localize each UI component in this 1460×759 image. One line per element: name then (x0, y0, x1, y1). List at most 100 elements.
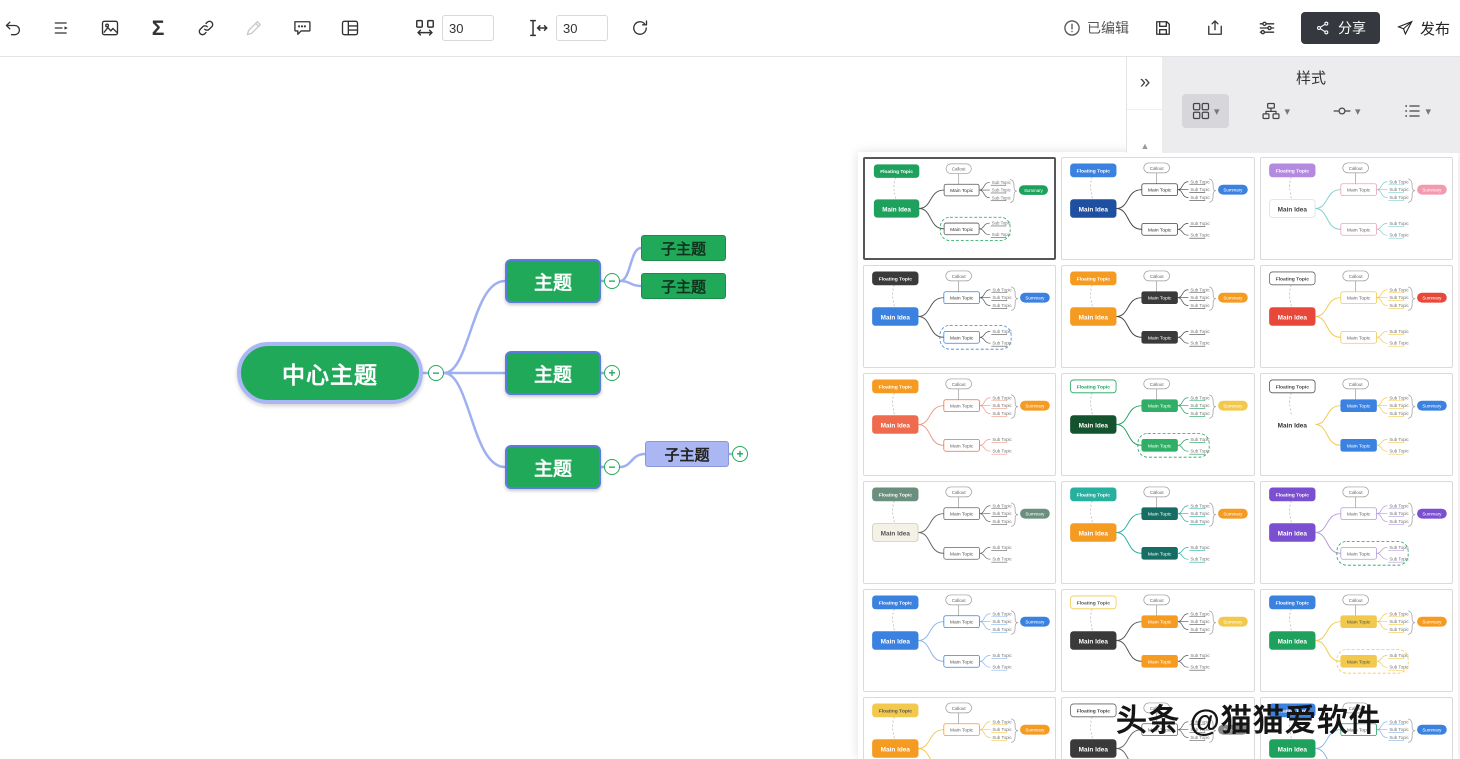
svg-text:Sub Topic: Sub Topic (1191, 611, 1211, 616)
edit-status: 已编辑 (1062, 18, 1129, 38)
insert-image-button[interactable] (92, 10, 128, 46)
scroll-up-arrow[interactable]: ▲ (1140, 141, 1150, 151)
svg-text:Callout: Callout (952, 382, 967, 387)
svg-text:Main Idea: Main Idea (1277, 206, 1307, 213)
collapse-button-central[interactable]: − (428, 365, 444, 381)
outline-button[interactable] (44, 10, 80, 46)
expand-button-topic-2[interactable]: + (604, 365, 620, 381)
text-spacing-control (528, 15, 608, 41)
layout-icon (341, 20, 359, 36)
connector-style-dropdown[interactable]: ▾ (1323, 94, 1370, 128)
svg-text:Summary: Summary (1025, 728, 1045, 733)
toolbar: Σ 已编辑 (0, 0, 1460, 57)
svg-text:Sub Topic: Sub Topic (992, 557, 1012, 562)
svg-text:Main Idea: Main Idea (1277, 422, 1307, 429)
svg-text:Main Topic: Main Topic (950, 335, 974, 341)
central-topic-node[interactable]: 中心主题 (237, 342, 423, 404)
topic-node-3[interactable]: 主题 (505, 445, 601, 489)
svg-text:Main Topic: Main Topic (1148, 620, 1172, 626)
comment-button[interactable] (284, 10, 320, 46)
collapse-button-topic-1[interactable]: − (604, 273, 620, 289)
subtopic-node-1[interactable]: 子主题 (641, 235, 726, 261)
expand-button-subtopic-3[interactable]: + (732, 446, 748, 462)
svg-text:Sub Topic: Sub Topic (992, 303, 1012, 308)
mindmap-canvas[interactable]: 中心主题 主题 主题 主题 子主题 子主题 子主题 − − + − + » ▲ … (0, 57, 1460, 759)
svg-text:Callout: Callout (952, 706, 967, 711)
svg-text:Main Idea: Main Idea (1079, 638, 1109, 645)
pen-button[interactable] (236, 10, 272, 46)
svg-text:Main Topic: Main Topic (1347, 404, 1371, 410)
collapse-button-topic-3[interactable]: − (604, 459, 620, 475)
layout-button[interactable] (332, 10, 368, 46)
svg-text:Sub Topic: Sub Topic (992, 619, 1012, 624)
node-spacing-input[interactable] (442, 15, 494, 41)
theme-grid-icon (1192, 102, 1210, 120)
insert-formula-button[interactable]: Σ (140, 10, 176, 46)
svg-text:Main Idea: Main Idea (881, 314, 911, 321)
refresh-button[interactable] (622, 10, 658, 46)
svg-text:Sub Topic: Sub Topic (1389, 411, 1409, 416)
save-button[interactable] (1145, 10, 1181, 46)
svg-text:Floating Topic: Floating Topic (879, 708, 913, 714)
node-spacing-icon (416, 19, 434, 36)
svg-text:Main Topic: Main Topic (1148, 227, 1172, 233)
svg-text:Main Topic: Main Topic (1347, 551, 1371, 557)
svg-text:Main Idea: Main Idea (1277, 638, 1307, 645)
svg-text:Sub Topic: Sub Topic (1191, 735, 1211, 740)
numbering-dropdown[interactable]: ▾ (1393, 94, 1440, 128)
undo-icon (5, 21, 21, 36)
svg-text:Sub Topic: Sub Topic (1191, 557, 1211, 562)
svg-text:Sub Topic: Sub Topic (992, 180, 1012, 185)
structure-dropdown[interactable]: ▾ (1252, 94, 1299, 128)
svg-text:Sub Topic: Sub Topic (1191, 449, 1211, 454)
svg-text:Main Topic: Main Topic (950, 659, 974, 665)
adjust-button[interactable] (1249, 10, 1285, 46)
svg-text:Sub Topic: Sub Topic (1191, 519, 1211, 524)
pen-icon (246, 21, 261, 36)
svg-text:Sub Topic: Sub Topic (1191, 437, 1211, 442)
svg-text:Sub Topic: Sub Topic (1389, 519, 1409, 524)
collapse-panel-button[interactable]: » (1127, 57, 1163, 110)
text-spacing-input[interactable] (556, 15, 608, 41)
topic-node-2[interactable]: 主题 (505, 351, 601, 395)
export-button[interactable] (1197, 10, 1233, 46)
svg-text:Floating Topic: Floating Topic (1275, 708, 1309, 714)
connector-icon (1333, 107, 1351, 115)
svg-text:Sub Topic: Sub Topic (1191, 545, 1211, 550)
topic-node-1[interactable]: 主题 (505, 259, 601, 303)
refresh-icon (633, 20, 648, 35)
subtopic-node-3-selected[interactable]: 子主题 (645, 441, 729, 467)
publish-button[interactable]: 发布 (1396, 18, 1450, 39)
theme-gallery-dropdown[interactable]: ▾ (1181, 94, 1229, 128)
svg-text:Sub Topic: Sub Topic (1389, 653, 1409, 658)
undo-button[interactable] (0, 10, 32, 46)
svg-text:Sub Topic: Sub Topic (1389, 557, 1409, 562)
svg-text:Sub Topic: Sub Topic (1191, 221, 1211, 226)
svg-text:Main Idea: Main Idea (1079, 422, 1109, 429)
subtopic-node-2[interactable]: 子主题 (641, 273, 726, 299)
share-button[interactable]: 分享 (1300, 12, 1380, 44)
insert-link-button[interactable] (188, 10, 224, 46)
text-spacing-icon (530, 19, 548, 37)
svg-text:Sub Topic: Sub Topic (1389, 179, 1409, 184)
svg-text:Floating Topic: Floating Topic (879, 276, 913, 282)
svg-text:Main Topic: Main Topic (1347, 512, 1371, 518)
